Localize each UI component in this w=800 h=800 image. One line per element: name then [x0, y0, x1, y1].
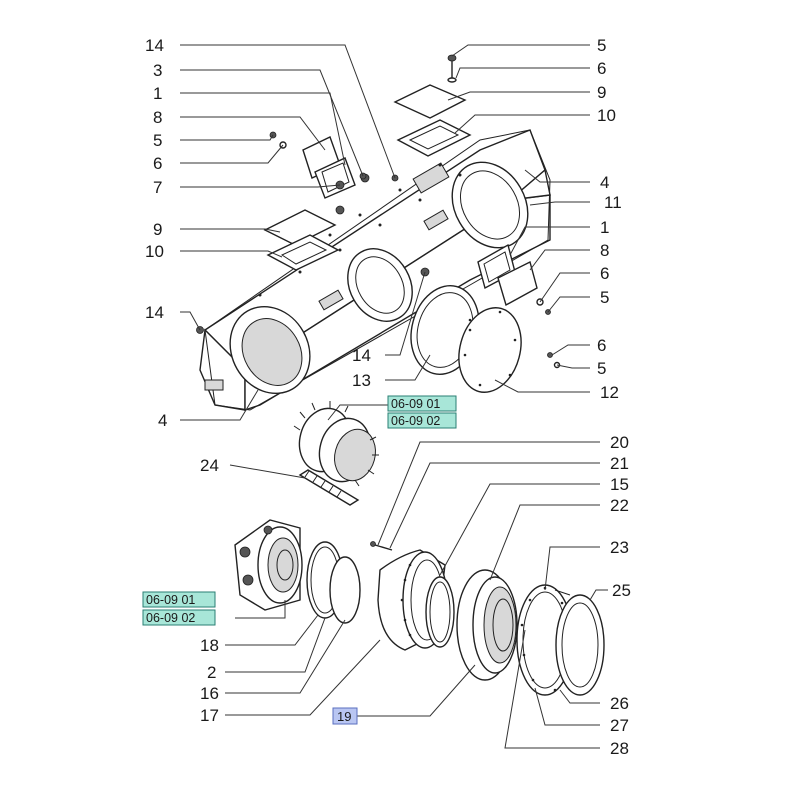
- callout-12: 12: [600, 383, 619, 402]
- callout-10: 10: [145, 242, 164, 261]
- reference-link-06-09-02-lower[interactable]: 06-09 02: [142, 609, 216, 626]
- callout-9: 9: [597, 83, 606, 102]
- reference-link-06-09-01-upper[interactable]: 06-09 01: [387, 395, 457, 412]
- callout-7: 7: [153, 178, 162, 197]
- callout-5: 5: [597, 359, 606, 378]
- callout-20: 20: [610, 433, 629, 452]
- callout-3: 3: [153, 61, 162, 80]
- callout-8: 8: [153, 108, 162, 127]
- callout-6: 6: [597, 336, 606, 355]
- callout-15: 15: [610, 475, 629, 494]
- callout-8: 8: [600, 241, 609, 260]
- callout-10: 10: [597, 106, 616, 125]
- callout-24: 24: [200, 456, 219, 475]
- callout-labels: 14 3 1 8 5 6 7 9 10 14 4 5 6 9 10 4 11 1…: [145, 36, 631, 758]
- callout-6: 6: [597, 59, 606, 78]
- drive-drum: [370, 541, 455, 651]
- callout-28: 28: [610, 739, 629, 758]
- callout-11: 11: [604, 193, 622, 212]
- callout-25: 25: [612, 581, 631, 600]
- svg-text:06-09 02: 06-09 02: [391, 414, 440, 428]
- callout-18: 18: [200, 636, 219, 655]
- planetary-housing: [456, 569, 518, 681]
- sprocket-chain: [293, 401, 379, 506]
- callout-16: 16: [200, 684, 219, 703]
- callout-9: 9: [153, 220, 162, 239]
- callout-21: 21: [610, 454, 629, 473]
- cover-plates-right: [477, 243, 551, 315]
- callout-22: 22: [610, 496, 629, 515]
- bearing-rings: [306, 541, 361, 624]
- leader-lines: [180, 44, 608, 749]
- seal-assembly: [516, 584, 605, 696]
- svg-text:06-09 01: 06-09 01: [146, 593, 195, 607]
- callout-6: 6: [153, 154, 162, 173]
- callout-2: 2: [207, 663, 216, 682]
- callout-4: 4: [158, 411, 167, 430]
- callout-26: 26: [610, 694, 629, 713]
- reference-link-06-09-01-lower[interactable]: 06-09 01: [142, 591, 216, 608]
- cover-plates-upper: [263, 54, 472, 271]
- callout-23: 23: [610, 538, 629, 557]
- track-frame-housing: [196, 129, 551, 411]
- svg-text:06-09 01: 06-09 01: [391, 397, 440, 411]
- callout-4: 4: [600, 173, 609, 192]
- callout-27: 27: [610, 716, 629, 735]
- callout-5: 5: [597, 36, 606, 55]
- svg-text:19: 19: [337, 709, 351, 724]
- callout-14: 14: [352, 346, 371, 365]
- final-drive-hub: [234, 519, 303, 611]
- callout-13: 13: [352, 371, 371, 390]
- assembly-19-link[interactable]: 19: [332, 707, 358, 725]
- callout-14: 14: [145, 36, 164, 55]
- callout-5: 5: [153, 131, 162, 150]
- callout-1: 1: [153, 84, 162, 103]
- callout-6: 6: [600, 264, 609, 283]
- callout-17: 17: [200, 706, 219, 725]
- callout-5: 5: [600, 288, 609, 307]
- seal-rings: [410, 285, 561, 393]
- callout-1: 1: [600, 218, 609, 237]
- reference-link-06-09-02-upper[interactable]: 06-09 02: [387, 412, 457, 429]
- svg-text:06-09 02: 06-09 02: [146, 611, 195, 625]
- callout-14: 14: [145, 303, 164, 322]
